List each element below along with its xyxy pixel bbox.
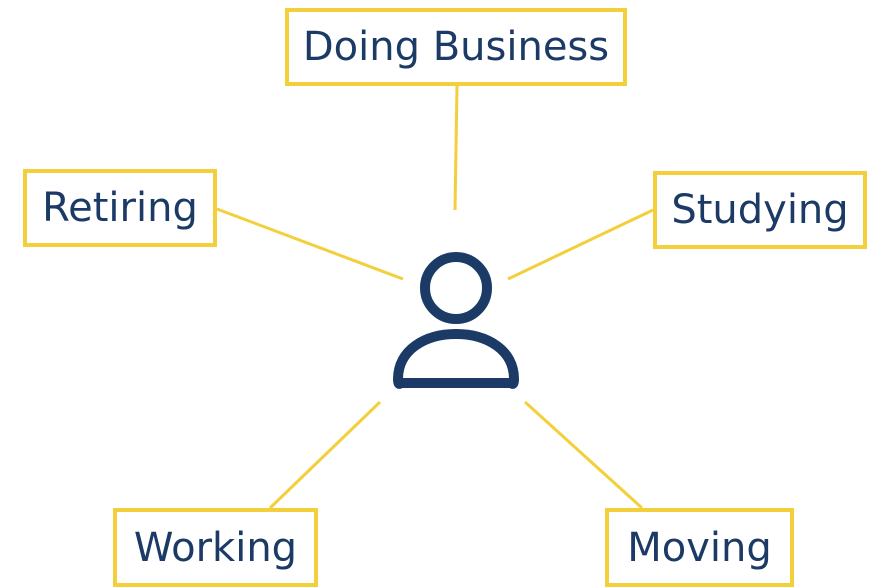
connector-doing-business	[453, 85, 459, 211]
node-working: Working	[113, 508, 318, 587]
node-studying: Studying	[653, 171, 867, 249]
node-label-studying: Studying	[671, 187, 849, 233]
node-doing-business: Doing Business	[285, 8, 627, 86]
person-icon	[393, 252, 519, 389]
node-label-retiring: Retiring	[42, 185, 198, 231]
person-icon-head	[420, 252, 492, 324]
connector-working	[268, 400, 382, 510]
connector-moving	[523, 400, 644, 510]
person-icon-body	[393, 329, 519, 389]
node-retiring: Retiring	[23, 169, 217, 247]
connector-studying	[507, 208, 654, 281]
connector-retiring	[216, 207, 404, 281]
node-moving: Moving	[605, 508, 794, 587]
node-label-working: Working	[133, 524, 298, 571]
node-label-doing-business: Doing Business	[302, 24, 610, 70]
node-label-moving: Moving	[627, 524, 772, 571]
